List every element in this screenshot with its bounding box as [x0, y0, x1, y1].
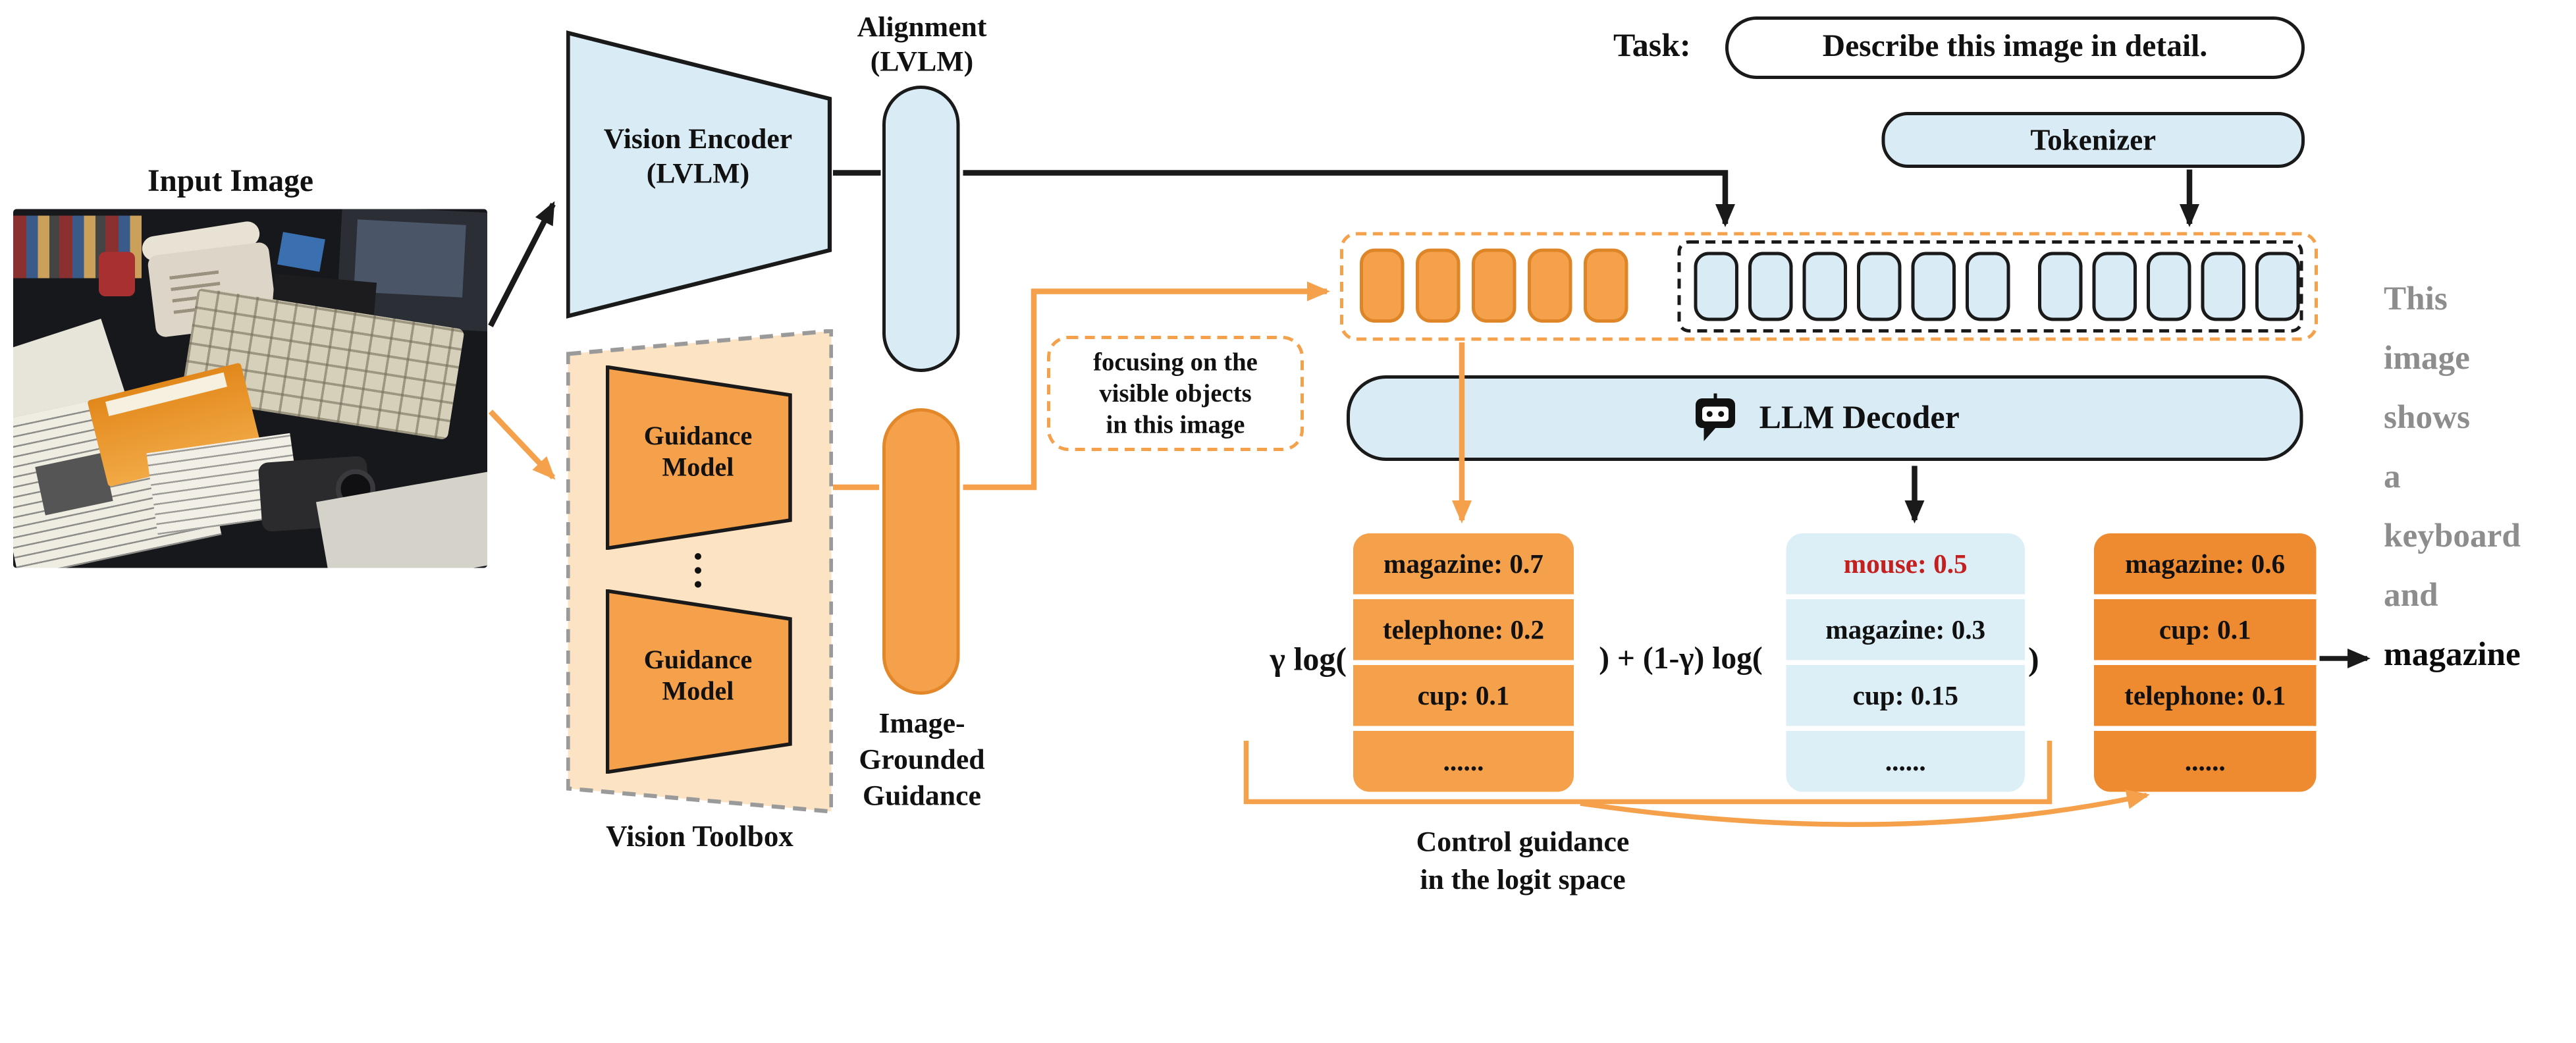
vision-encoder-label: Vision Encoder (LVLM)	[575, 122, 822, 191]
arrow-alignment-to-tokens	[963, 170, 1735, 227]
arrow-control-to-combined	[1580, 789, 2150, 827]
text-token	[2255, 252, 2300, 321]
text-token	[1748, 252, 1793, 321]
guidance-token	[1528, 248, 1572, 323]
control-note-line2: in the logit space	[1420, 863, 1626, 896]
text-token	[2201, 252, 2245, 321]
guidance-line1: Guidance	[643, 647, 753, 676]
guidance-line2: Model	[662, 678, 734, 707]
guidance-line2: Model	[662, 454, 734, 483]
vision-toolbox-label: Vision Toolbox	[606, 820, 793, 853]
output-word: shows	[2384, 400, 2471, 437]
token-sequence-box	[1340, 232, 2318, 341]
text-token	[1966, 252, 2010, 321]
text-token	[2092, 252, 2137, 321]
text-token	[2038, 252, 2083, 321]
output-word: This	[2384, 281, 2448, 318]
guidance-model-1-shape	[606, 365, 792, 550]
ellipsis-dots	[695, 553, 701, 588]
guidance-token	[1584, 248, 1628, 323]
formula-gamma-log: γ log(	[1270, 642, 1347, 678]
logit-row: ......	[1786, 726, 2025, 792]
text-token	[2147, 252, 2191, 321]
guidance-token	[1416, 248, 1461, 323]
vision-encoder-shape	[566, 30, 832, 319]
tokenizer-box: Tokenizer	[1881, 112, 2305, 168]
guidance-model-1-label: Guidance Model	[609, 421, 787, 484]
grounded-line3: Guidance	[863, 778, 981, 812]
output-word-highlight: magazine	[2384, 637, 2521, 674]
combined-logits-table: magazine: 0.6 cup: 0.1 telephone: 0.1 ..…	[2094, 533, 2317, 792]
image-grounded-guidance-label: Image- Grounded Guidance	[820, 705, 1024, 813]
formula-close-paren: )	[2028, 642, 2039, 678]
grounded-line1: Image-	[878, 706, 965, 739]
text-token	[1911, 252, 1956, 321]
input-image-label: Input Image	[147, 165, 314, 200]
input-image-photo	[13, 209, 487, 568]
logit-row: cup: 0.1	[2094, 594, 2317, 660]
logit-row: telephone: 0.2	[1353, 594, 1574, 660]
output-word: and	[2384, 577, 2438, 614]
logit-row: ......	[2094, 726, 2317, 792]
guidance-token	[1472, 248, 1516, 323]
task-prompt-box: Describe this image in detail.	[1725, 16, 2305, 79]
text-token-box	[1677, 240, 2303, 333]
focus-note-line1: focusing on the	[1093, 348, 1258, 377]
text-token	[1857, 252, 1902, 321]
guidance-token-group	[1360, 248, 1628, 323]
vision-encoder-line2: (LVLM)	[646, 156, 750, 190]
guidance-line1: Guidance	[643, 423, 753, 452]
arrow-image-to-toolbox	[488, 410, 556, 480]
llm-decoder-box: LLM Decoder	[1347, 375, 2303, 461]
output-text: This image shows a keyboard and magazine	[2384, 270, 2521, 685]
focus-note-line2: visible objects	[1099, 379, 1252, 408]
logit-row: magazine: 0.6	[2125, 547, 2286, 579]
arrow-image-to-encoder	[488, 201, 556, 327]
image-grounded-guidance-pill	[882, 408, 960, 695]
output-word: a	[2384, 459, 2401, 496]
text-token	[1802, 252, 1847, 321]
task-prompt-text: Describe this image in detail.	[1822, 30, 2208, 65]
robot-chat-icon	[1695, 393, 1735, 441]
text-token	[1694, 252, 1738, 321]
logit-row: cup: 0.15	[1786, 660, 2025, 726]
control-note-line1: Control guidance	[1416, 824, 1630, 858]
logit-row: telephone: 0.1	[2094, 660, 2317, 726]
logit-row: ......	[1353, 726, 1574, 792]
guidance-logits-table: magazine: 0.7 telephone: 0.2 cup: 0.1 ..…	[1353, 533, 1574, 792]
focus-note-line3: in this image	[1106, 410, 1245, 439]
vision-encoder-line1: Vision Encoder	[603, 122, 793, 155]
logit-row: magazine: 0.7	[1383, 547, 1543, 579]
logit-row: magazine: 0.3	[1786, 594, 2025, 660]
guidance-model-2-shape	[606, 589, 792, 774]
control-guidance-note: Control guidance in the logit space	[1342, 823, 1704, 899]
photo-red-mug	[99, 252, 135, 296]
tokenizer-label: Tokenizer	[2030, 122, 2157, 156]
alignment-label: Alignment (LVLM)	[823, 10, 1021, 79]
llm-logits-table: mouse: 0.5 magazine: 0.3 cup: 0.15 .....…	[1786, 533, 2025, 792]
grounded-line2: Grounded	[859, 742, 985, 776]
output-word: keyboard	[2384, 518, 2521, 555]
output-word: image	[2384, 340, 2470, 377]
text-token-group-2	[2038, 252, 2300, 321]
guidance-token	[1360, 248, 1405, 323]
formula-middle: ) + (1-γ) log(	[1599, 642, 1763, 677]
focus-note-box: focusing on the visible objects in this …	[1047, 336, 1304, 451]
llm-decoder-label: LLM Decoder	[1759, 399, 1960, 436]
text-token-group-1	[1694, 252, 2010, 321]
alignment-line1: Alignment	[857, 10, 987, 43]
logit-row: cup: 0.1	[1353, 660, 1574, 726]
alignment-pill	[882, 86, 960, 372]
alignment-line2: (LVLM)	[870, 44, 974, 78]
guidance-model-2-label: Guidance Model	[609, 645, 787, 708]
logit-row-highlight: mouse: 0.5	[1843, 547, 1968, 579]
photo-blue-object	[277, 232, 325, 272]
task-label: Task:	[1613, 28, 1691, 65]
